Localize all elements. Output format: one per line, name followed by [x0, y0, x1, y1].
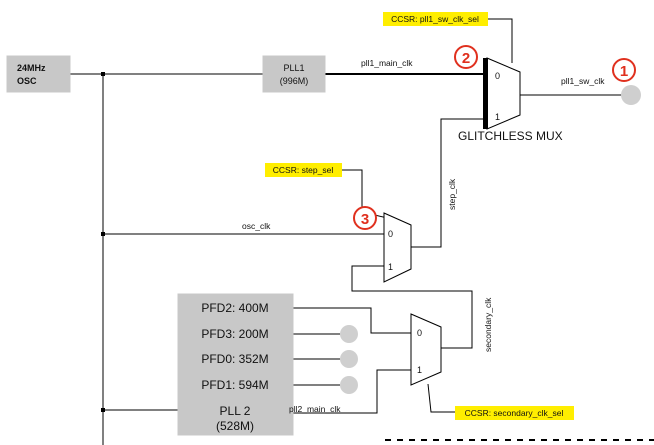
pfd2-wire — [293, 307, 411, 334]
pll1-sw-clk-sel-text: CCSR: pll1_sw_clk_sel — [391, 14, 479, 24]
step-mux: 0 1 — [383, 212, 412, 283]
pfd0-label: PFD0: 352M — [201, 352, 268, 366]
pll1-line1: PLL1 — [283, 63, 304, 73]
step-sel-text: CCSR: step_sel — [273, 165, 334, 175]
pfd3-label: PFD3: 200M — [201, 327, 268, 341]
pll1-sw-clk-output-dot — [621, 85, 641, 105]
marker-2: 2 — [454, 45, 478, 69]
marker-1: 1 — [612, 58, 636, 82]
step-sel-wire — [342, 169, 397, 221]
pll1-sw-clk-sel-tag: CCSR: pll1_sw_clk_sel — [383, 12, 488, 26]
junction-dot — [101, 72, 105, 76]
pll2-line1: PLL 2 — [220, 404, 251, 418]
pll1-block: PLL1 (996M) — [262, 55, 326, 93]
secondary-clk-wire — [351, 265, 473, 349]
secondary-mux: 0 1 — [410, 313, 442, 386]
pll1-sw-clk-label: pll1_sw_clk — [561, 76, 605, 86]
pll2-main-clk-label: pll2_main_clk — [289, 404, 341, 414]
glitchless-mux: 0 1 GLITCHLESS MUX — [458, 57, 563, 143]
glitchless-in0: 0 — [495, 71, 500, 81]
marker-3: 3 — [353, 206, 377, 230]
pll1-main-clk-label: pll1_main_clk — [361, 58, 413, 68]
step-in0: 0 — [388, 229, 393, 239]
pll1-sw-clk-sel-wire — [488, 18, 513, 63]
junction-dot — [101, 408, 105, 412]
osc-block: 24MHz OSC — [6, 55, 71, 93]
pll1-line2: (996M) — [280, 76, 309, 86]
glitchless-mux-label: GLITCHLESS MUX — [458, 129, 563, 143]
secondary-clk-sel-tag: CCSR: secondary_clk_sel — [455, 406, 574, 420]
pll2-line2: (528M) — [216, 419, 254, 433]
pfd3-output-dot — [340, 325, 358, 343]
osc-line2: OSC — [17, 76, 37, 86]
marker-3-number: 3 — [361, 211, 369, 228]
secondary-in0: 0 — [417, 328, 422, 338]
junction-dot — [101, 232, 105, 236]
pfd1-output-dot — [340, 376, 358, 394]
osc-line1: 24MHz — [17, 63, 46, 73]
marker-1-number: 1 — [620, 63, 628, 80]
pll2-pfd-block: PFD2: 400M PFD3: 200M PFD0: 352M PFD1: 5… — [177, 293, 294, 436]
step-clk-wire — [411, 118, 487, 248]
pll2-main-clk-wire — [293, 369, 411, 414]
marker-2-number: 2 — [462, 50, 470, 67]
secondary-sel-wire — [427, 383, 455, 413]
pfd0-output-dot — [340, 350, 358, 368]
secondary-clk-sel-text: CCSR: secondary_clk_sel — [465, 408, 564, 418]
glitchless-in1: 1 — [495, 112, 500, 122]
secondary-clk-label: secondary_clk — [483, 297, 493, 352]
step-clk-label: step_clk — [447, 178, 457, 210]
step-sel-tag: CCSR: step_sel — [265, 163, 342, 177]
osc-clk-label: osc_clk — [242, 221, 271, 231]
step-in1: 1 — [388, 262, 393, 272]
pfd1-label: PFD1: 594M — [201, 378, 268, 392]
secondary-in1: 1 — [417, 365, 422, 375]
pfd2-label: PFD2: 400M — [201, 301, 268, 315]
